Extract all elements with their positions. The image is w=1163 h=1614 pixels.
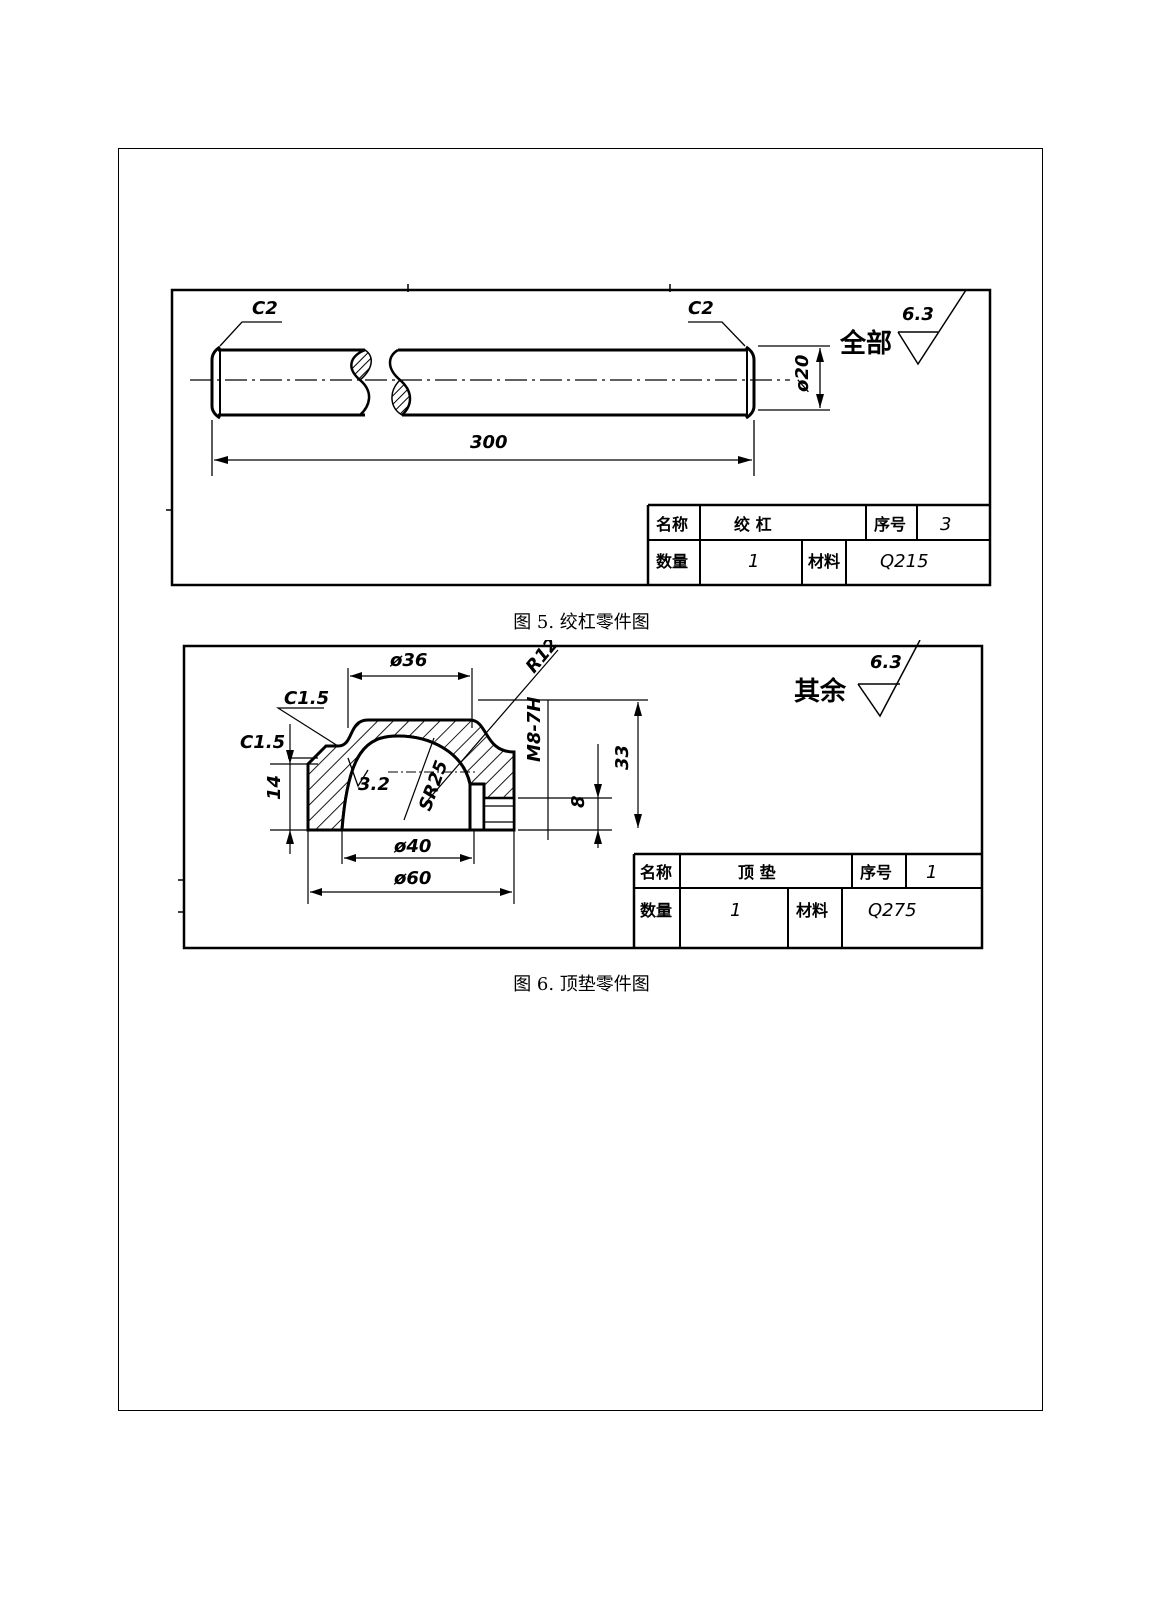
tb6-material-value: Q275 bbox=[868, 900, 917, 921]
tb6-seq-value: 1 bbox=[926, 862, 937, 883]
chamfer-left-label: C2 bbox=[252, 298, 278, 319]
roughness-value: 6.3 bbox=[902, 304, 934, 325]
chamfer-lower-label: C1.5 bbox=[240, 732, 285, 753]
page-frame bbox=[118, 148, 1043, 1411]
dia-inner-label: ø40 bbox=[393, 836, 431, 857]
roughness-note-fig6: 其余 bbox=[794, 676, 847, 707]
tb6-name-label: 名称 bbox=[640, 863, 672, 882]
length-label: 300 bbox=[470, 432, 508, 453]
tb5-qty-value: 1 bbox=[748, 551, 759, 572]
shaft-right bbox=[398, 348, 748, 417]
diameter-label: ø20 bbox=[792, 355, 813, 393]
roughness-symbol bbox=[897, 289, 967, 366]
tb5-material-value: Q215 bbox=[880, 551, 929, 572]
shaft-left bbox=[218, 348, 365, 417]
roughness-note: 全部 bbox=[839, 328, 892, 359]
figure5-title-block: 名称 绞 杠 序号 3 数量 1 材料 Q215 bbox=[646, 503, 990, 585]
tb5-name-value: 绞 杠 bbox=[734, 515, 772, 534]
roughness-inner-label: 3.2 bbox=[358, 774, 390, 795]
tb5-seq-label: 序号 bbox=[874, 515, 906, 534]
tb5-seq-value: 3 bbox=[940, 514, 951, 535]
figure5-caption: 图 5. 绞杠零件图 bbox=[513, 612, 650, 633]
figure5-drawing: C2 C2 300 ø20 全部 6.3 名称 绞 杠 序号 3 数量 1 材料… bbox=[166, 284, 992, 587]
tb6-qty-label: 数量 bbox=[640, 901, 672, 920]
figure6-drawing: ø36 R12 C1.5 C1.5 14 3.2 SR25 M8-7H 8 33… bbox=[178, 640, 984, 950]
figure6-caption: 图 6. 顶垫零件图 bbox=[513, 974, 650, 995]
dia-outer-label: ø60 bbox=[393, 868, 431, 889]
tb6-qty-value: 1 bbox=[730, 900, 741, 921]
roughness-symbol-fig6 bbox=[857, 640, 921, 718]
tb5-material-label: 材料 bbox=[808, 552, 840, 571]
tb5-qty-label: 数量 bbox=[656, 552, 688, 571]
chamfer-upper-label: C1.5 bbox=[284, 688, 329, 709]
figure5-border bbox=[170, 288, 992, 587]
figure6-border bbox=[182, 644, 984, 950]
tb6-seq-label: 序号 bbox=[860, 863, 892, 882]
thread-label: M8-7H bbox=[524, 697, 545, 763]
figure6-title-block: 名称 顶 垫 序号 1 数量 1 材料 Q275 bbox=[632, 852, 982, 948]
roughness-value-fig6: 6.3 bbox=[870, 652, 902, 673]
tb6-name-value: 顶 垫 bbox=[738, 863, 776, 882]
hole-height-label: 8 bbox=[568, 795, 589, 808]
height-total-label: 33 bbox=[612, 745, 633, 770]
dia-top-label: ø36 bbox=[389, 650, 427, 671]
tb6-material-label: 材料 bbox=[796, 901, 828, 920]
chamfer-right-label: C2 bbox=[688, 298, 714, 319]
tb5-name-label: 名称 bbox=[656, 515, 688, 534]
height-base-label: 14 bbox=[264, 775, 285, 800]
